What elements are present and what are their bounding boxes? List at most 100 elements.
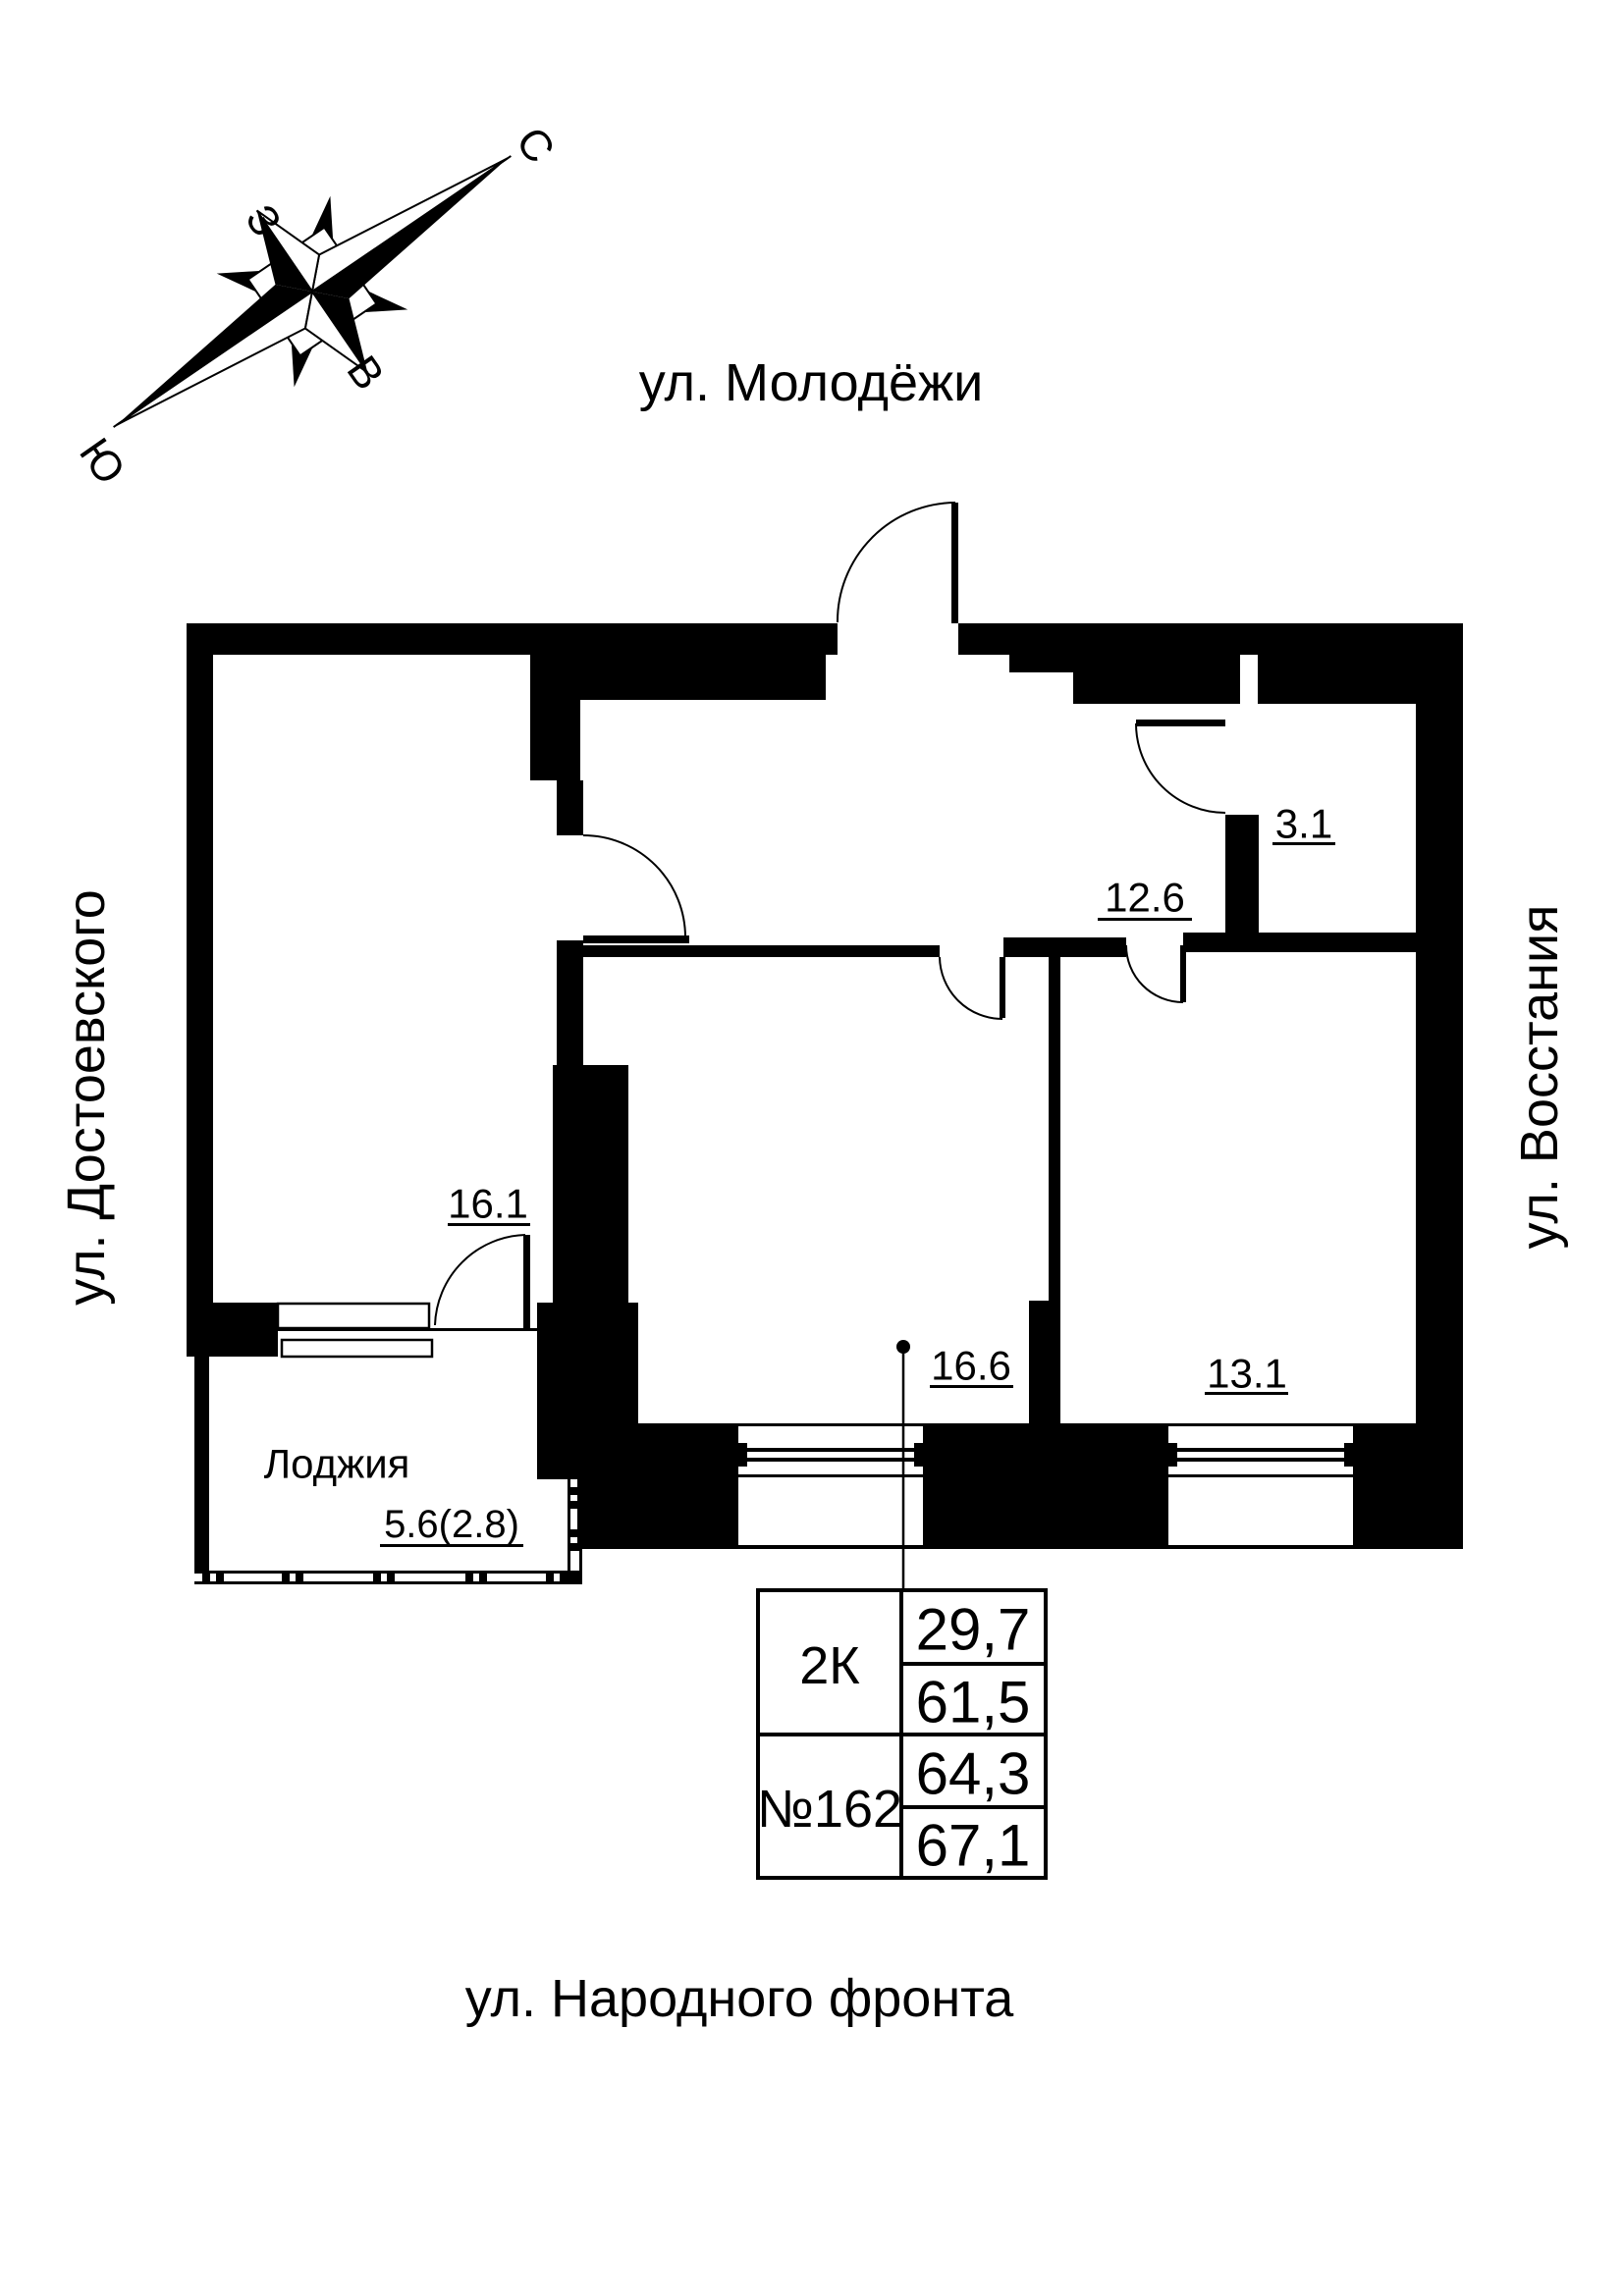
window-13-1-outer-face	[1168, 1545, 1353, 1549]
loggia-glazing-ticks-right	[568, 1487, 582, 1584]
window-16-6-glass-line1	[738, 1448, 923, 1452]
info-table: 2К №162 29,7 61,5 64,3 67,1	[756, 1588, 1048, 1880]
loggia-glazing-right-line2	[579, 1479, 582, 1573]
wall-divider-16-6-13-1	[1049, 949, 1060, 1301]
window-13-1-glass-line1	[1168, 1448, 1353, 1452]
wall-hall-bottom-left	[583, 945, 940, 957]
doors	[434, 502, 1226, 1328]
wall-top-left	[187, 623, 838, 655]
door-balcony-leaf	[523, 1235, 530, 1328]
window-13-1-jamb-right	[1344, 1443, 1353, 1467]
walls	[187, 623, 1463, 1573]
window-13-1-jamb-left	[1168, 1443, 1177, 1467]
compass-needle-south-filled	[116, 284, 312, 425]
window-16-1-frame-inner	[276, 1302, 431, 1330]
info-table-area-29-7: 29,7	[916, 1597, 1031, 1663]
info-table-type: 2К	[799, 1636, 860, 1695]
wall-divider-16-6-13-1-lower	[1029, 1301, 1060, 1423]
wall-left-outer	[187, 623, 213, 1357]
door-3-1	[1135, 720, 1226, 814]
wall-top-step1	[1009, 655, 1073, 672]
door-13-1	[1125, 944, 1186, 1003]
info-table-area-67-1: 67,1	[916, 1813, 1031, 1879]
window-16-6-jamb-right	[914, 1443, 923, 1467]
wall-top-thick-a	[1073, 655, 1240, 704]
wall-right-outer	[1416, 655, 1463, 1549]
compass-needle-east-outline	[303, 289, 369, 374]
door-entrance-arc	[836, 502, 956, 623]
window-13-1-glass-line2	[1168, 1458, 1353, 1462]
room-label-12-6: 12.6	[1105, 875, 1185, 921]
door-16-1-arc	[582, 834, 686, 938]
loggia-glazing-ticks-bottom	[202, 1571, 568, 1584]
wall-hall-bottom-mid	[1003, 937, 1126, 957]
loggia-area-label: 5.6(2.8)	[384, 1503, 519, 1546]
window-16-6-sill-line	[738, 1474, 923, 1477]
door-balcony	[434, 1234, 530, 1328]
room-label-16-1-underline	[448, 1223, 530, 1226]
door-3-1-leaf	[1136, 720, 1225, 726]
windows	[276, 1302, 1353, 1549]
door-13-1-arc	[1125, 944, 1184, 1003]
room-label-13-1: 13.1	[1207, 1351, 1287, 1397]
wall-divider-16-1-lower	[553, 1065, 628, 1303]
info-table-area-64-3: 64,3	[916, 1741, 1031, 1807]
wall-divider-16-1-upper	[557, 780, 583, 835]
compass-label-south: Ю	[70, 430, 135, 494]
door-balcony-arc	[434, 1234, 526, 1326]
compass-star	[113, 155, 512, 428]
room-labels: 16.1 12.6 3.1 16.6 13.1 Лоджия 5.6(2.8)	[264, 801, 1335, 1547]
door-13-1-leaf	[1180, 945, 1186, 1002]
loggia-area-underline	[380, 1544, 523, 1547]
compass-needle-north-filled	[312, 158, 509, 299]
window-16-1-frame-outer	[280, 1338, 434, 1359]
room-label-16-6-underline	[930, 1385, 1013, 1388]
info-table-number: №162	[757, 1780, 902, 1839]
window-13-1	[1168, 1423, 1353, 1549]
wall-loggia-left	[194, 1357, 209, 1573]
door-16-6-arc	[939, 956, 1003, 1020]
window-13-1-inner-face	[1168, 1423, 1353, 1426]
room-label-16-1: 16.1	[448, 1181, 528, 1227]
wall-hall-bottom-right	[1183, 933, 1463, 952]
room-label-3-1-underline	[1272, 842, 1335, 845]
wall-loggia-right-pier	[537, 1446, 582, 1479]
loggia-label: Лоджия	[264, 1441, 410, 1487]
window-16-6-inner-face	[738, 1423, 923, 1426]
wall-pier-16-1-ne	[530, 623, 580, 780]
room-label-3-1: 3.1	[1275, 801, 1332, 847]
compass-rose: С З В Ю	[70, 119, 564, 494]
wall-corner-mass-sw	[537, 1303, 638, 1446]
room-label-12-6-underline	[1098, 918, 1192, 921]
compass-label-north: С	[507, 119, 564, 172]
wall-hall-top-band	[580, 655, 826, 700]
street-label-bottom: ул. Народного фронта	[465, 1969, 1015, 2028]
leader	[896, 1340, 910, 1590]
room-label-16-6: 16.6	[931, 1343, 1011, 1389]
window-16-6-glass-line2	[738, 1458, 923, 1462]
door-16-6	[939, 956, 1005, 1020]
compass-needle-west-outline	[255, 209, 321, 294]
door-16-6-leaf	[1000, 957, 1005, 1018]
window-16-6-outer-face	[738, 1545, 923, 1549]
door-entrance-leaf	[951, 503, 958, 623]
street-label-top: ул. Молодёжи	[639, 353, 984, 412]
street-label-right: ул. Восстания	[1510, 905, 1569, 1250]
wall-bottom-b	[923, 1423, 1168, 1549]
loggia-glazing-right-line1	[568, 1479, 570, 1573]
wall-top-right	[958, 623, 1463, 655]
room-label-13-1-underline	[1205, 1392, 1288, 1395]
loggia-glazing	[194, 1479, 582, 1584]
wall-bottom-c	[1353, 1423, 1463, 1549]
door-16-1	[582, 834, 689, 943]
wall-divider-16-1-mid	[557, 940, 583, 1065]
wall-pier-balcony-left	[213, 1303, 278, 1357]
door-3-1-arc	[1135, 722, 1226, 814]
door-16-1-leaf	[583, 935, 689, 943]
window-16-1-loggia	[276, 1302, 537, 1359]
window-16-6-jamb-left	[738, 1443, 747, 1467]
window-16-6	[738, 1423, 923, 1549]
street-label-left: ул. Достоевского	[57, 889, 116, 1306]
